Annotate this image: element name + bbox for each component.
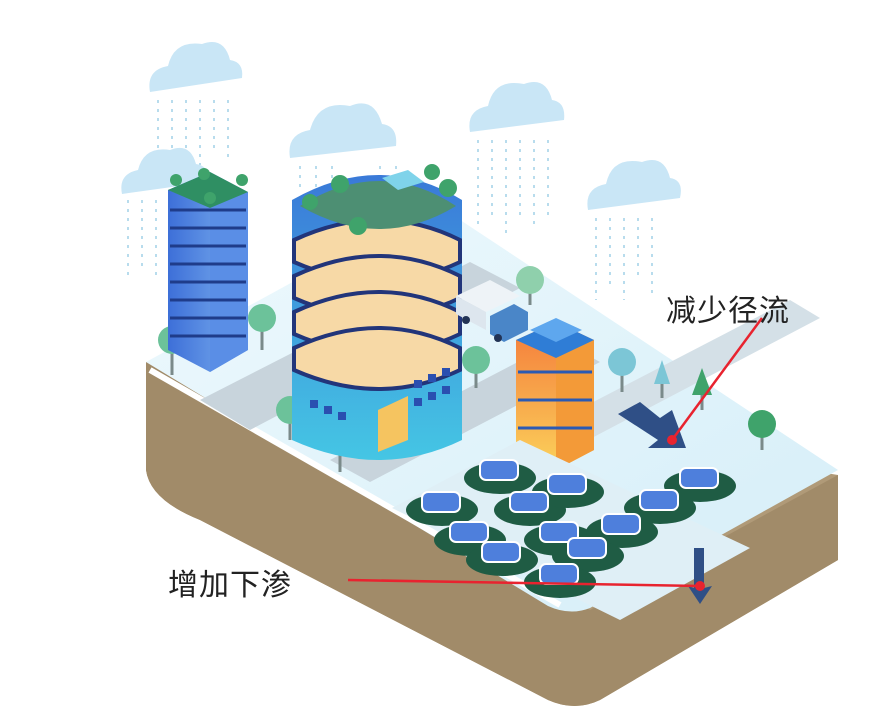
clouds-group: [121, 42, 681, 300]
arrow-icon: [688, 548, 712, 604]
parking-lot: [392, 440, 750, 620]
tree-icon: [516, 266, 544, 305]
building-icon: [292, 164, 462, 460]
tree-icon: [748, 410, 776, 450]
cloud-icon: [469, 82, 565, 235]
tree-icon: [462, 346, 490, 388]
car-icon: [421, 459, 719, 585]
building-icon: [516, 318, 594, 470]
label-reduce-runoff: 减少径流: [666, 294, 790, 329]
tree-icon: [248, 304, 276, 350]
truck-icon: [456, 280, 528, 342]
label-increase-infiltration: 增加下渗: [168, 568, 292, 603]
tree-icon: [654, 360, 670, 398]
tree-icon: [608, 348, 636, 392]
cloud-icon: [587, 160, 681, 300]
building-icon: [168, 168, 248, 372]
leader-lines: [347, 317, 764, 591]
cloud-icon: [149, 42, 243, 165]
